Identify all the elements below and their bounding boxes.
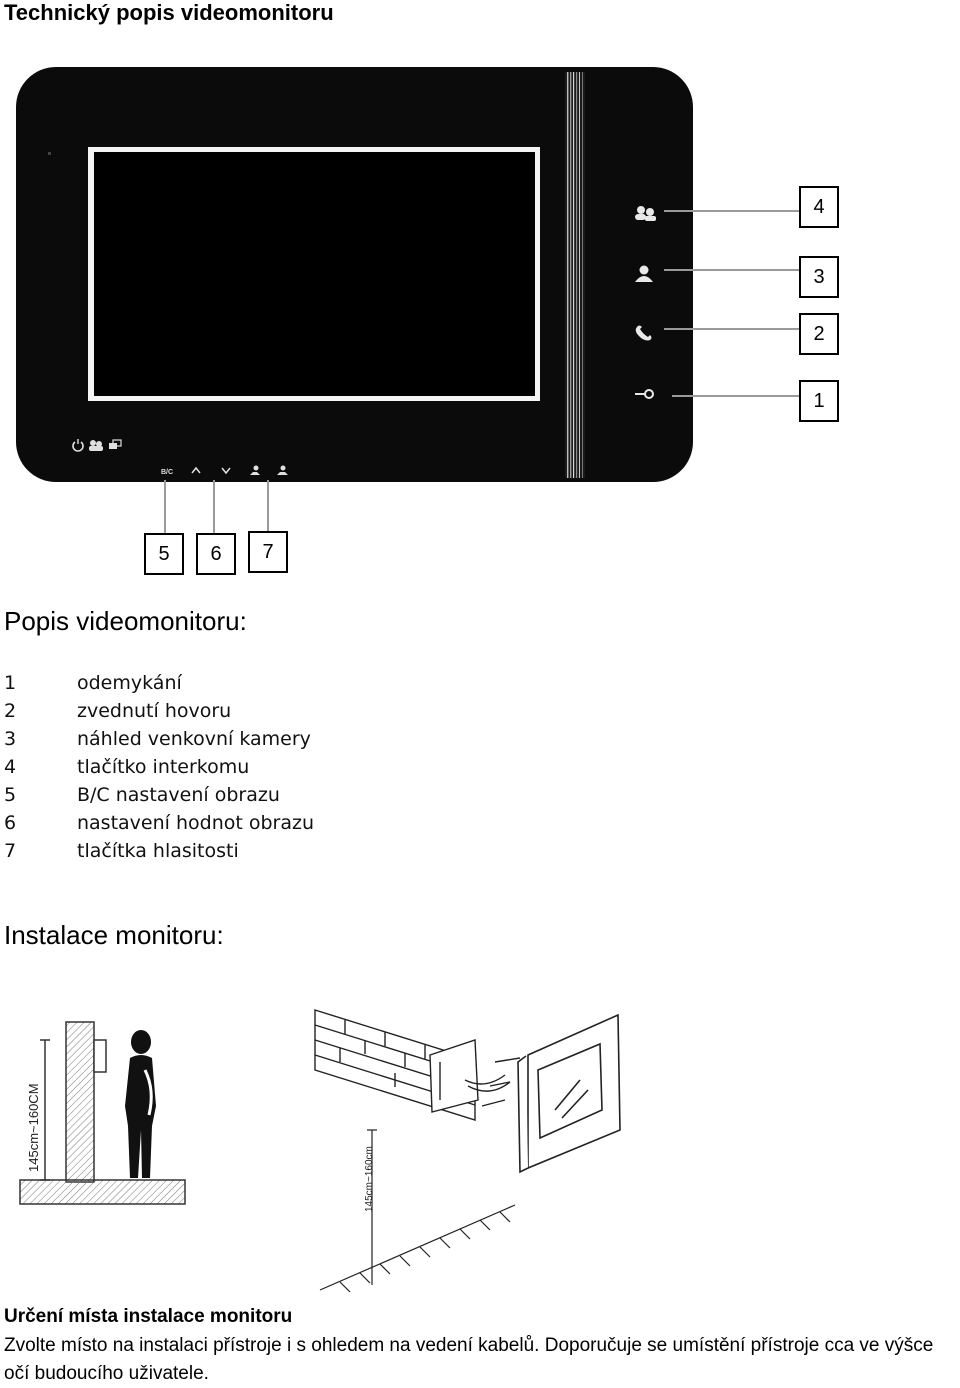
led: [48, 152, 51, 155]
bc-button-label[interactable]: B/C: [161, 469, 173, 476]
intercom-icon[interactable]: [635, 206, 656, 221]
camera-view-icon[interactable]: [635, 265, 653, 283]
person-figure: [125, 1030, 156, 1178]
callout-1: 1: [799, 380, 839, 422]
down-arrow-icon[interactable]: [221, 467, 231, 475]
phone-icon[interactable]: [635, 325, 652, 341]
monitor-figure: B/C: [16, 67, 799, 534]
page-title: Technický popis videomonitoru: [4, 0, 334, 25]
installation-heading: Instalace monitoru:: [4, 920, 224, 950]
callout-3: 3: [799, 256, 839, 298]
monitor-intercom-icon[interactable]: [89, 440, 103, 451]
volume-down-icon[interactable]: [250, 465, 260, 476]
callout-6: 6: [196, 533, 236, 575]
screens-icon[interactable]: [109, 439, 122, 449]
up-arrow-icon[interactable]: [191, 466, 201, 474]
volume-up-icon[interactable]: [277, 465, 288, 476]
callout-2: 2: [799, 313, 839, 355]
height-diagram: 145cm~160CM: [19, 1021, 186, 1205]
key-icon[interactable]: [635, 389, 654, 399]
callout-7: 7: [248, 531, 288, 573]
screen: [94, 152, 535, 396]
description-heading: Popis videomonitoru:: [4, 606, 247, 636]
callout-4: 4: [799, 186, 839, 228]
power-icon[interactable]: [72, 439, 84, 452]
left-height-label: 145cm~160CM: [26, 1083, 41, 1172]
stripe-band: [565, 72, 585, 478]
placement-heading: Určení místa instalace monitoru: [4, 1306, 293, 1327]
mounting-diagram: 145cm~160cm: [314, 1009, 621, 1293]
placement-text: Zvolte místo na instalaci přístroje i s …: [4, 1335, 934, 1384]
callout-5: 5: [144, 533, 184, 575]
right-height-label: 145cm~160cm: [364, 1146, 375, 1212]
